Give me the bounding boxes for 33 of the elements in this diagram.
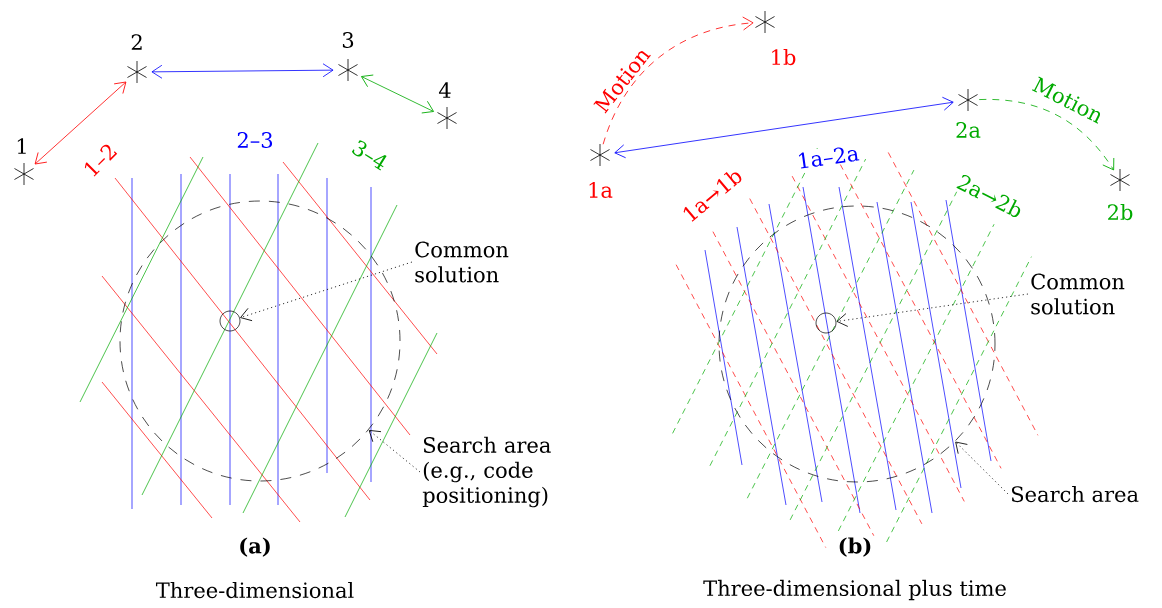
- leader-line: [955, 441, 1009, 495]
- caption-text: Three-dimensional plus time: [703, 579, 1006, 601]
- solution-circle: [815, 312, 837, 334]
- annotation-text: Search area (e.g., code positioning): [422, 436, 551, 508]
- annotation-text: Common solution: [1031, 273, 1125, 315]
- point-label: 1: [17, 138, 26, 154]
- leader-line: [368, 430, 421, 473]
- point-label: 1b: [772, 48, 796, 66]
- arrow: [361, 74, 434, 114]
- motion-arrow: [602, 16, 754, 145]
- point-label: 3: [342, 32, 354, 48]
- motion-arrow: [978, 99, 1115, 171]
- leader-line: [836, 293, 1029, 327]
- panel-label: (b): [839, 537, 871, 557]
- caption-text: Three-dimensional: [156, 581, 354, 599]
- line-label: 1a–2a: [794, 143, 862, 171]
- point-label: 2a: [956, 122, 981, 138]
- solution-circle: [219, 310, 241, 332]
- point-label: 1a: [589, 182, 613, 198]
- arrow: [34, 81, 127, 165]
- panel-label: (a): [240, 537, 270, 557]
- point-label: 2: [131, 34, 142, 50]
- line-label: 3–4: [348, 137, 392, 173]
- point-label: 2b: [1108, 203, 1133, 221]
- annotation-text: Common solution: [415, 241, 509, 283]
- annotation-text: Search area: [1011, 485, 1139, 503]
- line-label: 2–3: [235, 131, 275, 149]
- search-area-circle: [119, 200, 401, 482]
- arrow: [151, 63, 334, 79]
- arrow: [614, 96, 954, 159]
- leader-line: [240, 261, 413, 322]
- point-label: 4: [438, 82, 451, 98]
- line-label: 1–2: [79, 139, 121, 181]
